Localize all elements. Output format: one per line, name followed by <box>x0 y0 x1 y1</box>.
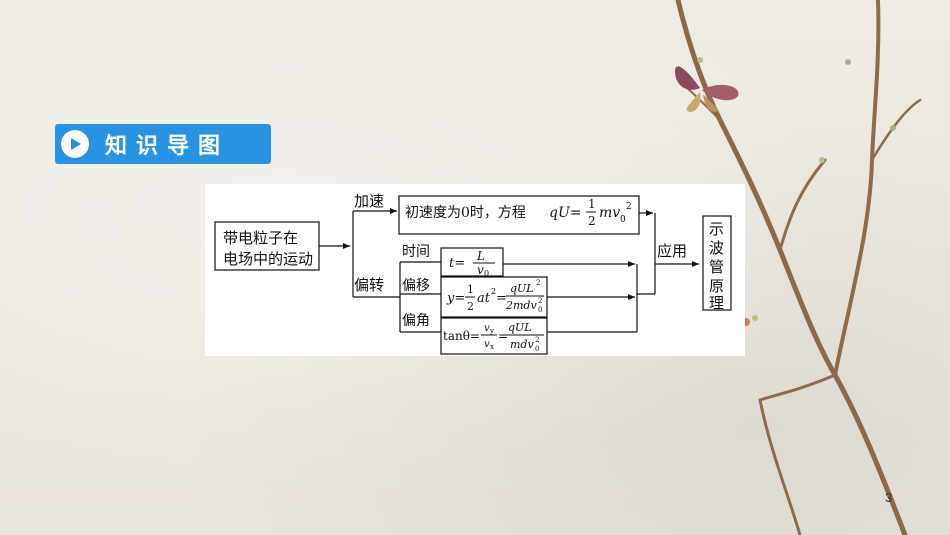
time-box <box>440 247 504 277</box>
disp-frac2-den: 2mdv <box>505 299 537 312</box>
accelerate-sup: 2 <box>626 202 632 212</box>
branch-accelerate-label: 加速 <box>354 192 384 210</box>
result-char-1: 示 <box>709 220 724 238</box>
disp-mid: at <box>477 291 491 306</box>
disp-frac1-num: 1 <box>467 283 474 296</box>
disp-frac2-num: qUL <box>510 282 534 295</box>
accelerate-frac-den: 2 <box>588 214 596 228</box>
time-frac-den: v <box>477 263 484 277</box>
time-frac-den-sub: 0 <box>484 269 489 278</box>
apply-label: 应用 <box>657 242 687 260</box>
angle-frac2-num: qUL <box>508 321 532 334</box>
disp-frac2-num-sup: 2 <box>536 279 540 287</box>
angle-label: 偏角 <box>402 313 430 329</box>
butterfly-icon <box>675 66 739 112</box>
start-label-line1: 带电粒子在 <box>223 229 298 247</box>
angle-frac1-den-sub: x <box>490 343 494 351</box>
angle-frac2-den-sup: 2 <box>535 336 539 344</box>
displacement-label: 偏移 <box>402 278 430 294</box>
accelerate-tail: mv <box>599 205 620 221</box>
disp-frac2-den-sup: 2 <box>538 297 542 305</box>
knowledge-map-svg: 带电粒子在 电场中的运动 加速 偏转 初速度为0时，方程 qU= 1 2 mv … <box>214 192 732 355</box>
accelerate-box <box>398 195 640 235</box>
accelerate-frac-num: 1 <box>588 197 596 211</box>
play-icon <box>61 130 89 158</box>
accelerate-sub: 0 <box>620 215 626 225</box>
branch-deflect-label: 偏转 <box>354 276 384 294</box>
angle-box <box>440 317 548 355</box>
result-char-4: 原 <box>709 277 724 295</box>
disp-mid-sup: 2 <box>491 287 496 296</box>
angle-frac2-den-sub: 0 <box>535 345 539 353</box>
title-bar: 知识导图 <box>55 124 271 164</box>
accelerate-text: 初速度为0时，方程 <box>405 204 526 221</box>
time-frac-num: L <box>476 249 485 263</box>
accelerate-formula: qU= <box>549 205 582 221</box>
disp-frac2-den-sub: 0 <box>538 306 542 314</box>
angle-frac1-num: v <box>484 323 490 334</box>
disp-frac1-den: 2 <box>467 300 474 313</box>
angle-eq: = <box>498 329 508 343</box>
section-title: 知识导图 <box>105 134 230 159</box>
disp-lhs: y= <box>446 291 465 306</box>
result-char-3: 管 <box>709 258 724 276</box>
result-char-5: 理 <box>709 294 724 312</box>
angle-frac1-den: v <box>484 339 490 350</box>
angle-lhs: tanθ= <box>443 329 480 343</box>
knowledge-map: 带电粒子在 电场中的运动 加速 偏转 初速度为0时，方程 qU= 1 2 mv … <box>205 184 745 356</box>
angle-frac2-den: mdv <box>510 338 534 351</box>
angle-frac1-num-sub: y <box>489 327 494 335</box>
time-label: 时间 <box>402 244 430 260</box>
start-label-line2: 电场中的运动 <box>223 250 313 268</box>
result-char-2: 波 <box>709 239 724 257</box>
disp-eq: = <box>496 291 507 306</box>
time-lhs: t= <box>449 256 465 271</box>
page-number: 3 <box>885 490 893 505</box>
result-box <box>702 215 732 311</box>
